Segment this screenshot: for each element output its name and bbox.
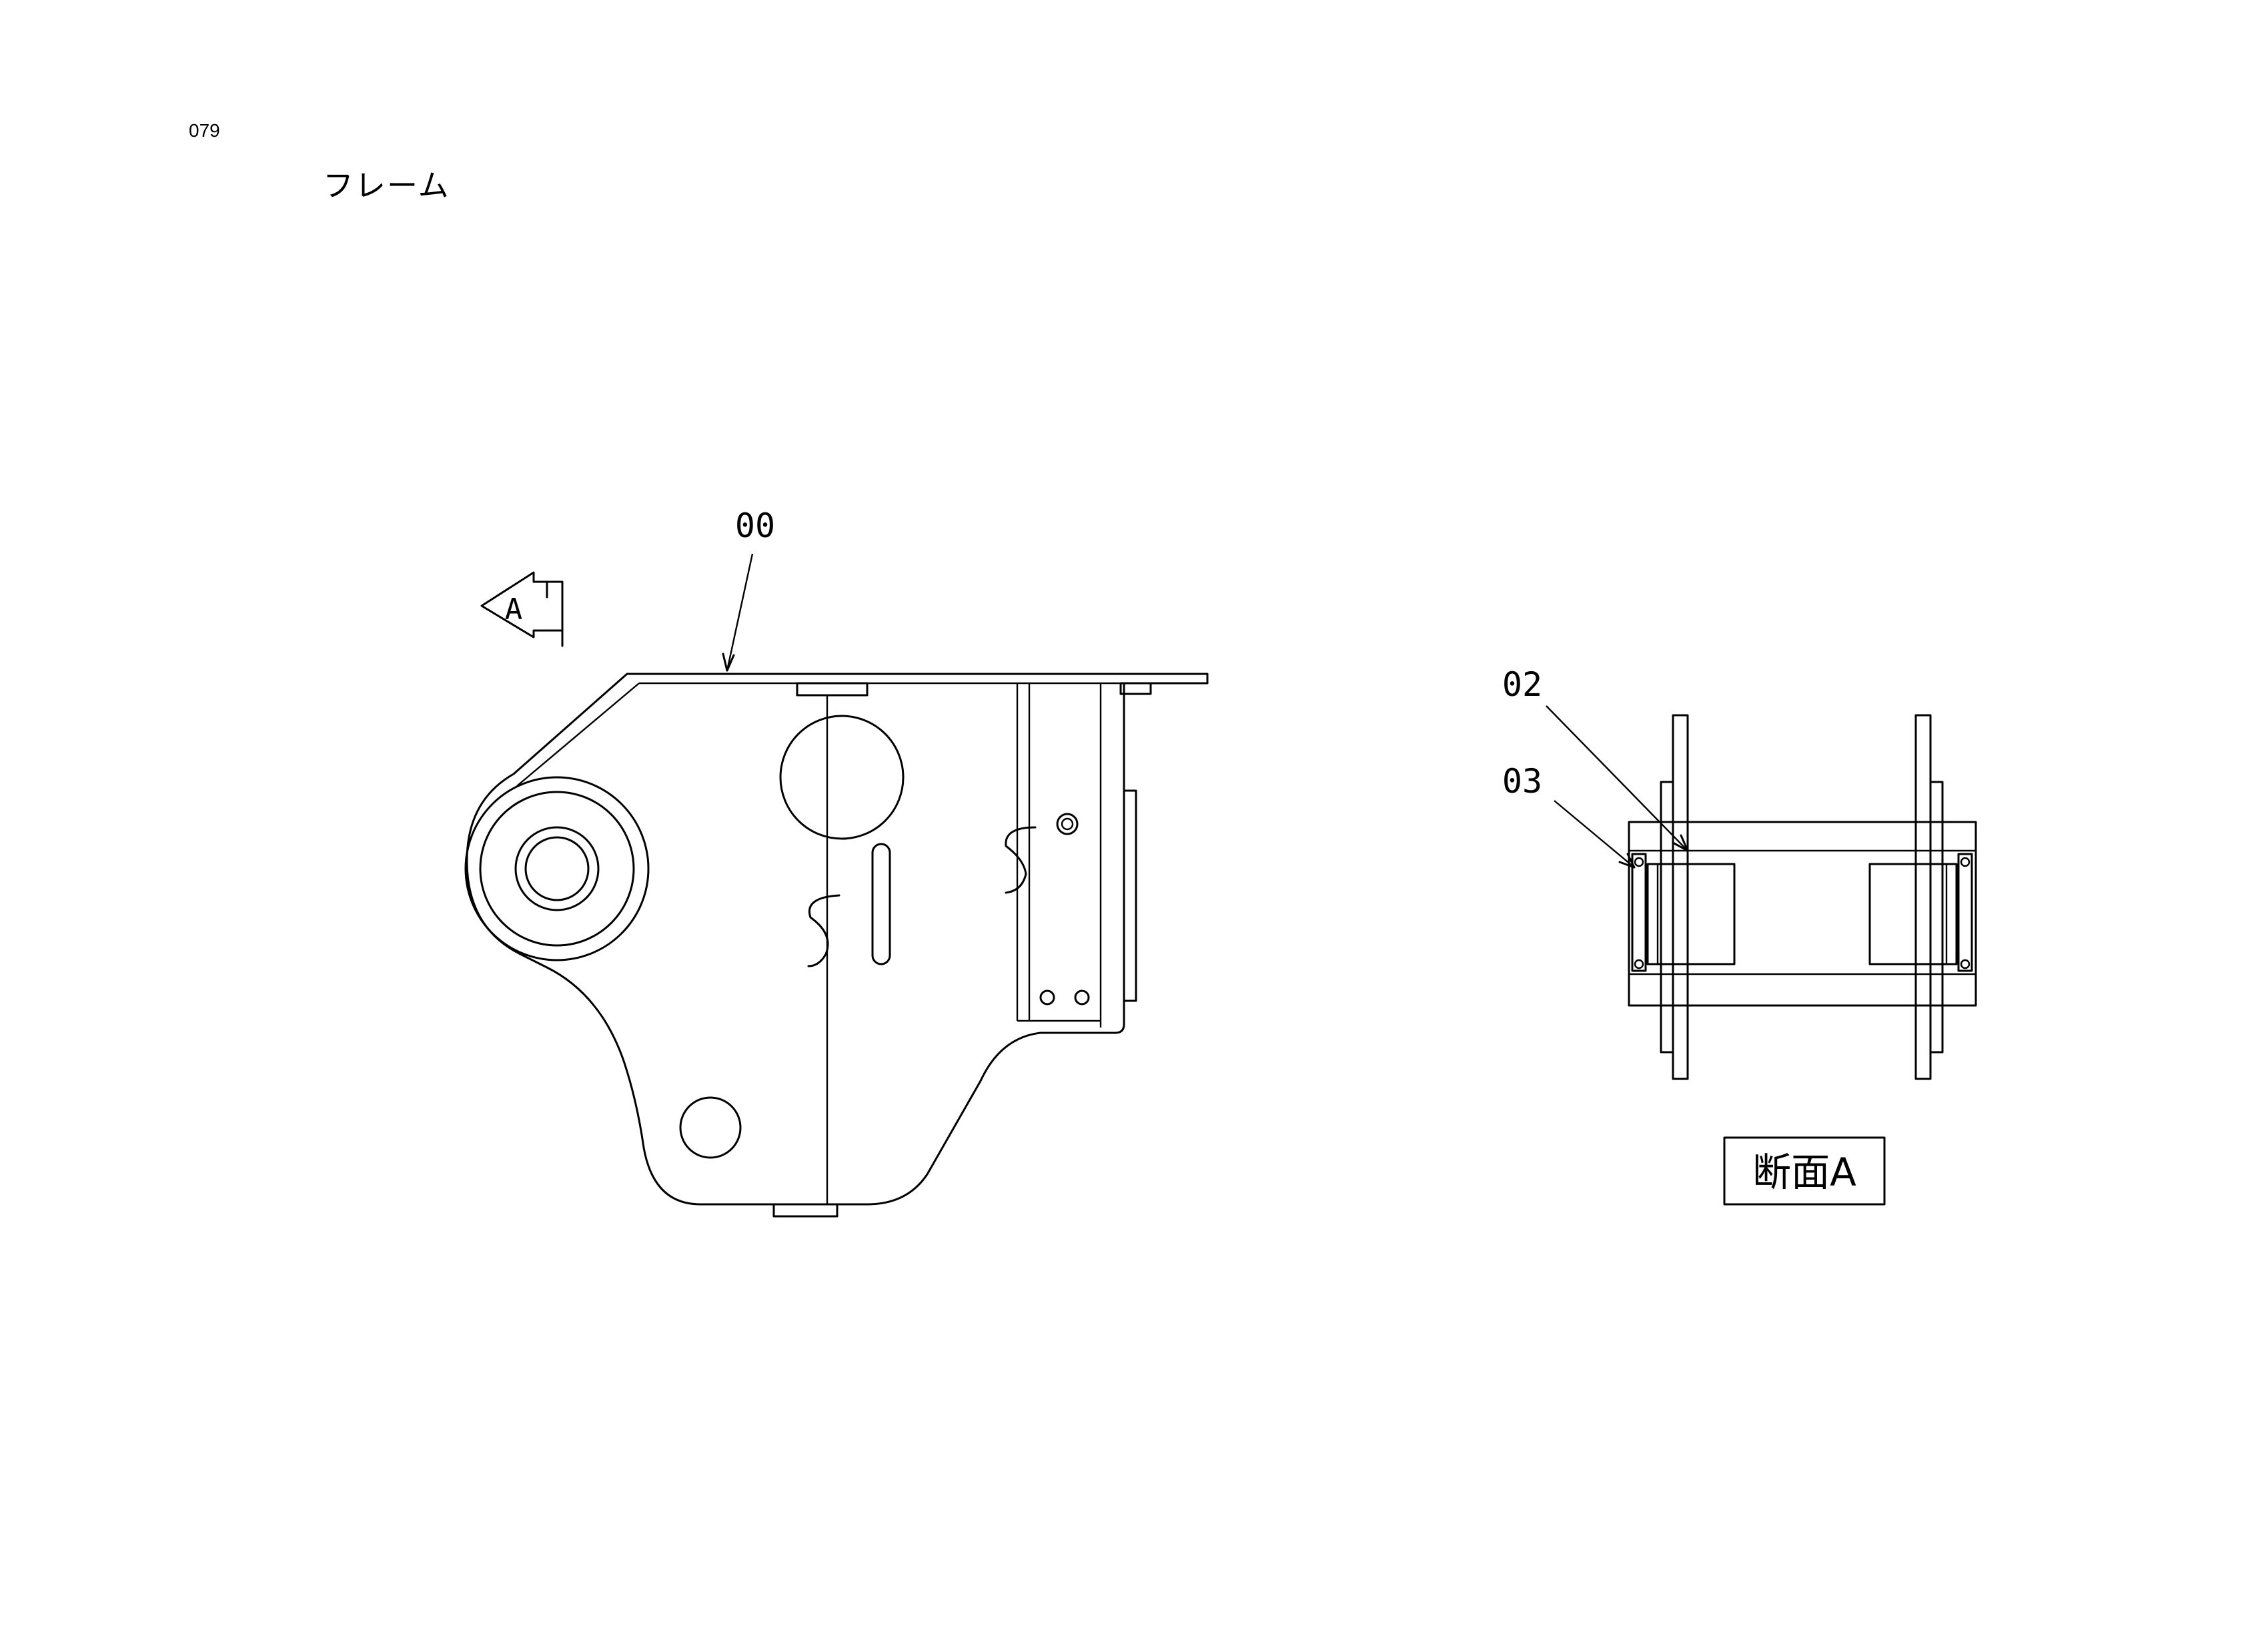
view-arrow-a: A	[480, 571, 564, 647]
frame-outline	[466, 673, 1209, 1206]
part-label-03: 03	[1502, 762, 1542, 801]
page-title: フレーム	[323, 167, 450, 203]
page-number: 079	[189, 120, 220, 141]
view-marker-label: A	[505, 592, 523, 627]
section-a-view: 02 03 断面A	[1502, 665, 1977, 1206]
part-label-00: 00	[735, 506, 775, 545]
section-label: 断面A	[1752, 1150, 1856, 1195]
frame-side-view: A 00	[464, 506, 1209, 1218]
part-label-02: 02	[1502, 665, 1542, 704]
